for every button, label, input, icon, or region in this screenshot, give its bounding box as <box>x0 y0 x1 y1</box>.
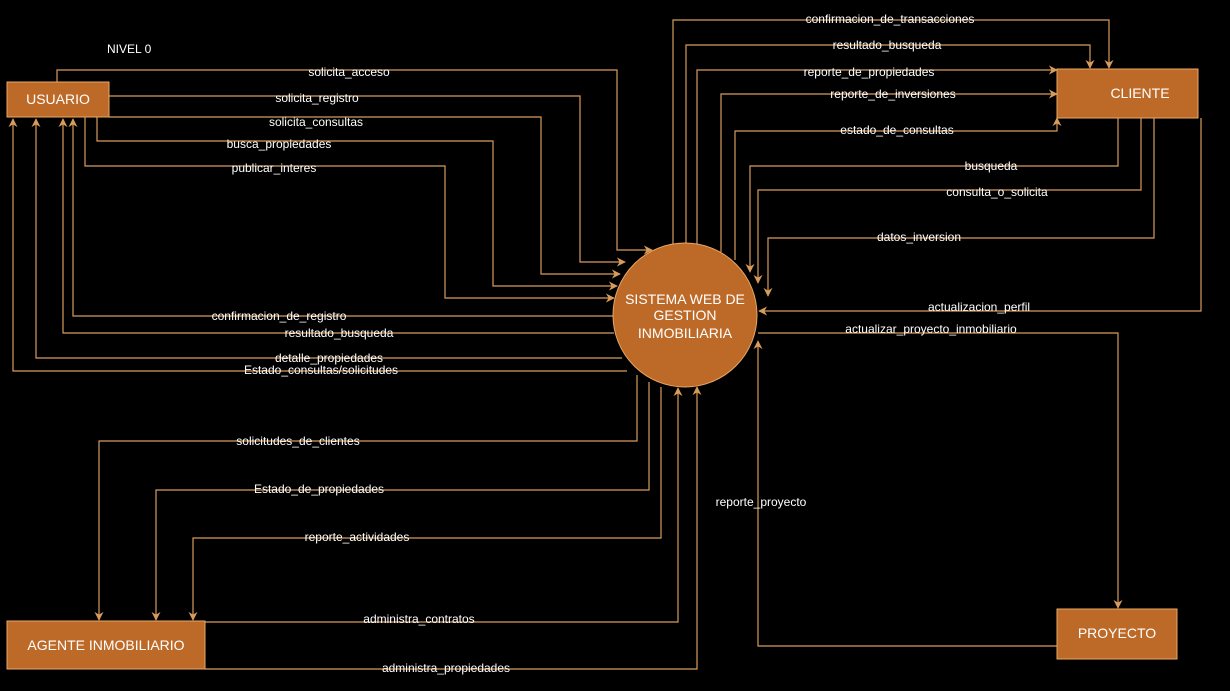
label-datos-inversion: datos_inversion <box>877 230 961 244</box>
flow-consulta-o-solicita <box>753 118 1142 284</box>
cliente-label: CLIENTE <box>1110 85 1169 101</box>
label-consulta-o-solicita: consulta_o_solicita <box>946 185 1048 199</box>
label-actualizacion-perfil: actualizacion_perfil <box>928 300 1030 314</box>
label-resultado-busqueda-usuario: resultado_busqueda <box>285 326 394 340</box>
flow-reporte-actividades <box>188 387 662 621</box>
label-administra-propiedades: administra_propiedades <box>382 661 510 675</box>
label-confirmacion-de-registro: confirmacion_de_registro <box>212 309 347 323</box>
label-solicita-acceso: solicita_acceso <box>308 65 390 79</box>
flow-actualizar-proyecto-inmobiliario <box>758 332 1123 609</box>
label-reporte-actividades: reporte_actividades <box>305 530 410 544</box>
flow-estado-consultas-solicitudes <box>8 118 627 372</box>
label-resultado-busqueda-cliente: resultado_busqueda <box>833 38 942 52</box>
flow-busca-propiedades <box>96 117 618 291</box>
flow-resultado-busqueda-usuario <box>58 118 614 334</box>
flow-administra-propiedades <box>205 386 702 670</box>
flow-solicita-registro <box>109 95 626 267</box>
label-estado-de-propiedades: Estado_de_propiedades <box>254 482 384 496</box>
usuario-label: USUARIO <box>26 91 90 107</box>
flow-confirmacion-de-registro <box>68 118 614 317</box>
flow-publicar-interes <box>84 117 615 303</box>
label-detalle-propiedades: detalle_propiedades <box>275 351 383 365</box>
sistema-process <box>612 242 758 388</box>
flow-administra-contratos <box>205 387 683 623</box>
proyecto-entity <box>1056 608 1178 660</box>
label-reporte-de-inversiones: reporte_de_inversiones <box>830 87 955 101</box>
label-administra-contratos: administra_contratos <box>363 612 474 626</box>
flow-confirmacion-de-transacciones <box>672 19 1114 245</box>
flow-solicitudes-de-clientes <box>94 375 638 621</box>
label-busqueda: busqueda <box>965 159 1018 173</box>
flow-reporte-proyecto <box>753 340 1057 647</box>
flow-solicita-acceso <box>56 69 653 255</box>
label-reporte-proyecto: reporte_proyecto <box>716 495 807 509</box>
label-busca-propiedades: busca_propiedades <box>227 137 332 151</box>
agente-inmobiliario-label: AGENTE INMOBILIARIO <box>27 637 184 653</box>
label-solicitudes-de-clientes: solicitudes_de_clientes <box>236 434 359 448</box>
flow-reporte-de-inversiones <box>720 89 1058 252</box>
flow-actualizacion-perfil <box>758 118 1202 316</box>
flow-solicita-consultas <box>109 116 621 279</box>
sistema-label-line3: INMOBILIARIA <box>638 325 733 341</box>
proyecto-label: PROYECTO <box>1078 625 1156 641</box>
label-publicar-interes: publicar_interes <box>232 161 317 175</box>
flow-estado-de-propiedades <box>151 382 650 621</box>
flow-reporte-de-propiedades <box>696 65 1058 246</box>
label-solicita-registro: solicita_registro <box>275 91 359 105</box>
label-estado-consultas-solicitudes: Estado_consultas/solicitudes <box>244 363 398 377</box>
flow-busqueda <box>745 118 1119 273</box>
sistema-label-line1: SISTEMA WEB DE <box>625 291 745 307</box>
label-actualizar-proyecto-inmobiliario: actualizar_proyecto_inmobiliario <box>845 322 1017 336</box>
agente-inmobiliario-entity <box>6 620 206 670</box>
label-estado-de-consultas: estado_de_consultas <box>840 123 953 137</box>
label-reporte-de-propiedades: reporte_de_propiedades <box>804 65 935 79</box>
sistema-label-line2: GESTION <box>653 307 716 323</box>
usuario-entity <box>6 81 110 118</box>
flow-datos-inversion <box>763 118 1155 297</box>
cliente-entity <box>1056 68 1199 119</box>
flow-resultado-busqueda-cliente <box>685 44 1095 245</box>
label-confirmacion-de-transacciones: confirmacion_de_transacciones <box>806 12 975 26</box>
flow-detalle-propiedades <box>31 118 622 359</box>
flow-estado-de-consultas <box>734 117 1062 260</box>
level-label: NIVEL 0 <box>107 42 152 56</box>
label-solicita-consultas: solicita_consultas <box>269 115 363 129</box>
